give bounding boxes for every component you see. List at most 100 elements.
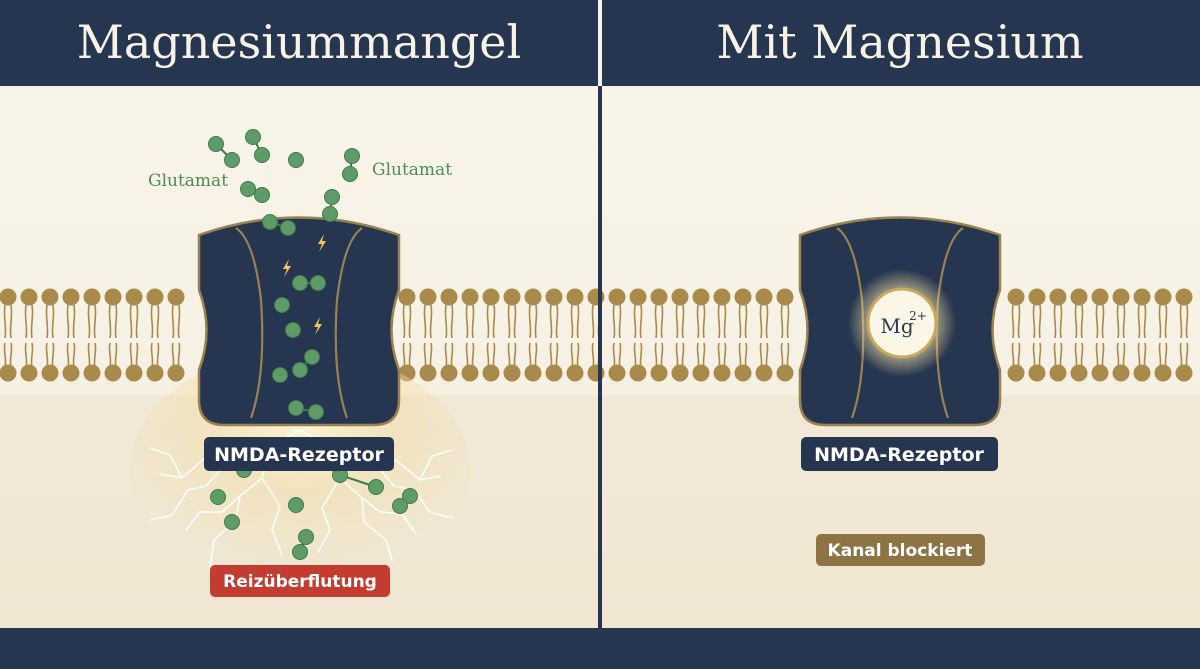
bolt-icon: [314, 317, 322, 335]
glutamate-bead: [288, 497, 304, 513]
lipid-tail: [108, 304, 112, 339]
lipid-tail: [570, 304, 574, 339]
lipid-tail: [1122, 304, 1126, 339]
lipid-head: [461, 288, 479, 306]
lipid-head: [755, 288, 773, 306]
lightning-crack: [419, 449, 453, 481]
lipid-head: [1007, 364, 1025, 382]
lipid-head: [1091, 364, 1109, 382]
lipid-tail: [114, 304, 118, 339]
glutamate-bead: [262, 214, 278, 230]
lipid-tail: [492, 304, 496, 339]
lipid-tail: [786, 304, 790, 339]
glutamate: [208, 136, 240, 168]
lipid: [482, 288, 500, 382]
lipid: [650, 288, 668, 382]
glutamate-bead: [292, 275, 308, 291]
bolt-icon: [283, 259, 291, 277]
lipid-head: [629, 364, 647, 382]
glutamate-bead: [324, 189, 340, 205]
lipid-head: [125, 364, 143, 382]
lipid-head: [671, 288, 689, 306]
lipid: [1007, 288, 1025, 382]
lipid-head: [503, 288, 521, 306]
lipid-head: [398, 288, 416, 306]
lipid-head: [482, 364, 500, 382]
lipid-tail: [681, 304, 685, 339]
glutamate: [288, 152, 304, 168]
lipid-tail: [1137, 304, 1141, 339]
lipid-head: [1028, 364, 1046, 382]
lipid-tail: [1011, 304, 1015, 339]
lipid-tail: [1116, 304, 1120, 339]
lipid: [1091, 288, 1109, 382]
lipid-head: [650, 364, 668, 382]
lipid-tail: [675, 304, 679, 339]
lipid-head: [608, 364, 626, 382]
header-divider: [598, 0, 602, 86]
lipid: [776, 288, 794, 382]
lipid-head: [1175, 288, 1193, 306]
lipid: [1133, 288, 1151, 382]
lipid-head: [713, 288, 731, 306]
lipid-head: [524, 288, 542, 306]
lipid-head: [776, 364, 794, 382]
lipid-tail: [696, 304, 700, 339]
lipid-tail: [534, 304, 538, 339]
lipid-head: [20, 364, 38, 382]
receptor-label-left: NMDA-Rezeptor: [214, 444, 384, 466]
lipid-tail: [429, 304, 433, 339]
lipid-head: [62, 364, 80, 382]
lipid-tail: [1101, 304, 1105, 339]
lipid: [440, 288, 458, 382]
lipid-head: [440, 364, 458, 382]
lipid-tail: [72, 304, 76, 339]
nmda-receptor-open: [197, 216, 401, 427]
glutamate: [262, 214, 296, 236]
lipid-head: [419, 364, 437, 382]
glutamate-bead: [322, 206, 338, 222]
lipid-tail: [9, 304, 13, 339]
lipid-head: [503, 364, 521, 382]
receptor-label-right: NMDA-Rezeptor: [814, 444, 984, 466]
blocked-label: Kanal blockiert: [828, 541, 973, 561]
lipid-head: [146, 288, 164, 306]
glutamate-bead: [292, 362, 308, 378]
glutamate: [292, 529, 314, 560]
glutamate: [240, 181, 270, 203]
lipid-tail: [1038, 304, 1042, 339]
lipid-head: [1154, 364, 1172, 382]
bolt-icons: [283, 234, 326, 335]
lipid-head: [1049, 364, 1067, 382]
lipid-tail: [423, 304, 427, 339]
lipid-tail: [30, 304, 34, 339]
lightning-crack: [209, 447, 271, 566]
glutamate-bead: [342, 166, 358, 182]
receptor-body: [197, 216, 401, 427]
glutamate-bead: [402, 488, 418, 504]
glutamate-bead: [208, 136, 224, 152]
glutamate: [322, 189, 340, 222]
lightning-crack: [149, 461, 229, 521]
glutamate-bead: [288, 400, 304, 416]
lipid-tail: [1185, 304, 1189, 339]
lipid-tail: [555, 304, 559, 339]
bolt-icon: [318, 234, 326, 252]
blocked-badge: [816, 534, 985, 566]
lipid: [146, 288, 164, 382]
lipid-tail: [633, 304, 637, 339]
lipid-tail: [738, 304, 742, 339]
lipid-tail: [702, 304, 706, 339]
glutamate-bead: [368, 479, 384, 495]
glutamate: [288, 497, 304, 513]
mg-ion-charge: 2+: [909, 309, 927, 323]
lipid-tail: [618, 304, 622, 339]
lightning-crack: [317, 477, 341, 553]
lipid-head: [461, 364, 479, 382]
glutamate: [332, 467, 384, 495]
lipid: [1154, 288, 1172, 382]
lipid: [629, 288, 647, 382]
glutamate-bead: [298, 529, 314, 545]
lipid: [545, 288, 563, 382]
